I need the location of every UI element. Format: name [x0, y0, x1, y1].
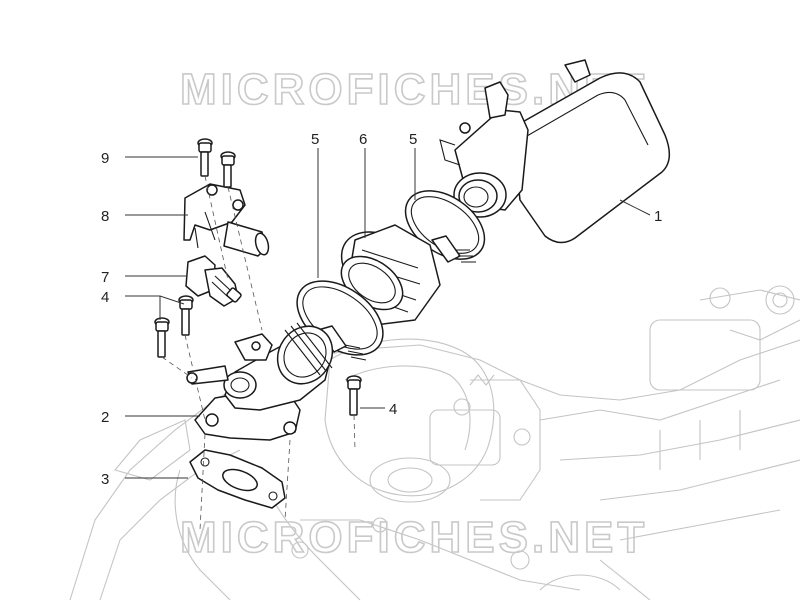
callout-labels: 1 2 3 4 4 5 5 6 7 8 9 — [101, 131, 662, 488]
callout-3: 3 — [101, 471, 109, 488]
callout-1: 1 — [654, 208, 662, 225]
callout-4-left: 4 — [101, 289, 109, 306]
engine-background-outline — [69, 285, 800, 601]
callout-9: 9 — [101, 150, 109, 167]
part-4-bolts-left — [154, 295, 194, 358]
assembly-dashed-lines — [161, 175, 356, 531]
part-4-bolt-right — [346, 375, 362, 416]
watermark-bottom: MICROFICHES.NET — [180, 513, 648, 562]
part-2-throttle-body — [186, 322, 334, 441]
callout-7: 7 — [101, 269, 109, 286]
callout-6: 6 — [359, 131, 367, 148]
callout-5-lower-clamp: 5 — [311, 131, 319, 148]
callout-4-right: 4 — [389, 401, 397, 418]
part-9-bolts — [197, 138, 236, 188]
callout-leader-lines — [125, 148, 651, 479]
part-7-sensor — [185, 255, 242, 307]
callout-2: 2 — [101, 409, 109, 426]
part-3-gasket — [189, 449, 286, 509]
part-8-bracket — [183, 183, 270, 257]
callout-8: 8 — [101, 208, 109, 225]
callout-5-upper-clamp: 5 — [409, 131, 417, 148]
part-1-air-box — [439, 59, 671, 244]
part-6-intake-sleeve — [340, 224, 441, 326]
